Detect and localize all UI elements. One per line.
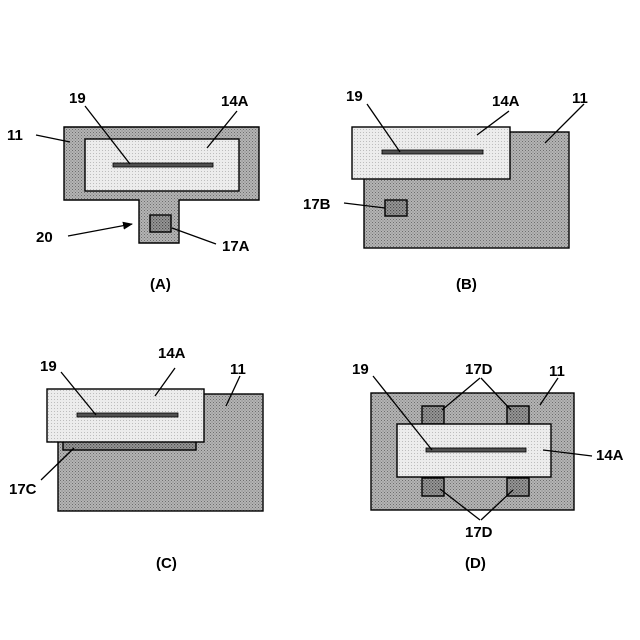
panel-c-caption: (C) (156, 555, 177, 572)
panel-d: 19 17D 11 14A 17D (D) (352, 361, 624, 572)
panel-d-label-17d-top: 17D (465, 361, 493, 378)
panel-d-label-17d-bottom: 17D (465, 524, 493, 541)
panel-a-arrow-20 (68, 224, 132, 236)
panel-d-label-14a: 14A (596, 447, 624, 464)
panel-a-label-17a: 17A (222, 238, 250, 255)
panel-a-caption: (A) (150, 276, 171, 293)
panel-c-label-11: 11 (230, 361, 246, 378)
panel-c-wire (77, 413, 178, 417)
panel-d-caption: (D) (465, 555, 486, 572)
panel-d-pad-top-left (422, 406, 444, 424)
panel-b: 19 14A 11 17B (B) (303, 88, 588, 293)
panel-b-label-17b: 17B (303, 196, 331, 213)
panel-a-label-19: 19 (69, 90, 86, 107)
panel-c: 19 14A 11 17C (C) (9, 345, 263, 572)
panel-c-label-19: 19 (40, 358, 57, 375)
panel-b-caption: (B) (456, 276, 477, 293)
panel-a-label-14a: 14A (221, 93, 249, 110)
panel-a-wire (113, 163, 213, 167)
panel-b-pad (385, 200, 407, 216)
panel-d-label-19: 19 (352, 361, 369, 378)
panel-b-label-14a: 14A (492, 93, 520, 110)
panel-a-label-11: 11 (7, 127, 23, 144)
panel-d-wire (426, 448, 526, 452)
panel-b-label-19: 19 (346, 88, 363, 105)
panel-a-pad (150, 215, 171, 232)
panel-c-label-14a: 14A (158, 345, 186, 362)
panel-d-label-11: 11 (549, 363, 565, 380)
panel-a-label-20: 20 (36, 229, 53, 246)
panel-b-label-11: 11 (572, 90, 588, 107)
panel-d-pad-bottom-left (422, 478, 444, 496)
panel-a: 11 19 14A 17A 20 (A) (7, 90, 259, 293)
panel-c-label-17c: 17C (9, 481, 37, 498)
panel-b-wire (382, 150, 483, 154)
